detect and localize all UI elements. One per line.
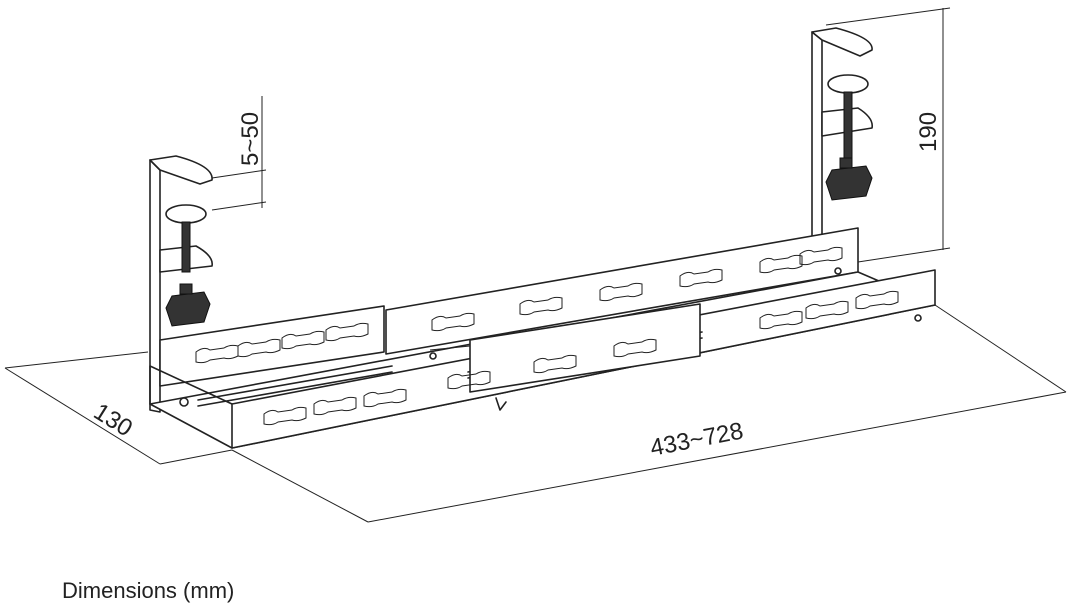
dimensions-caption: Dimensions (mm) <box>62 578 235 603</box>
length-label: 433~728 <box>648 417 746 461</box>
height-dimension: 190 <box>825 7 951 263</box>
clamp-range-label: 5~50 <box>237 112 264 166</box>
left-clamp <box>149 155 213 413</box>
clamp-range-dimension: 5~50 <box>211 96 267 211</box>
cable-tray <box>149 227 936 449</box>
height-label: 190 <box>915 112 942 152</box>
depth-label: 130 <box>89 398 137 442</box>
